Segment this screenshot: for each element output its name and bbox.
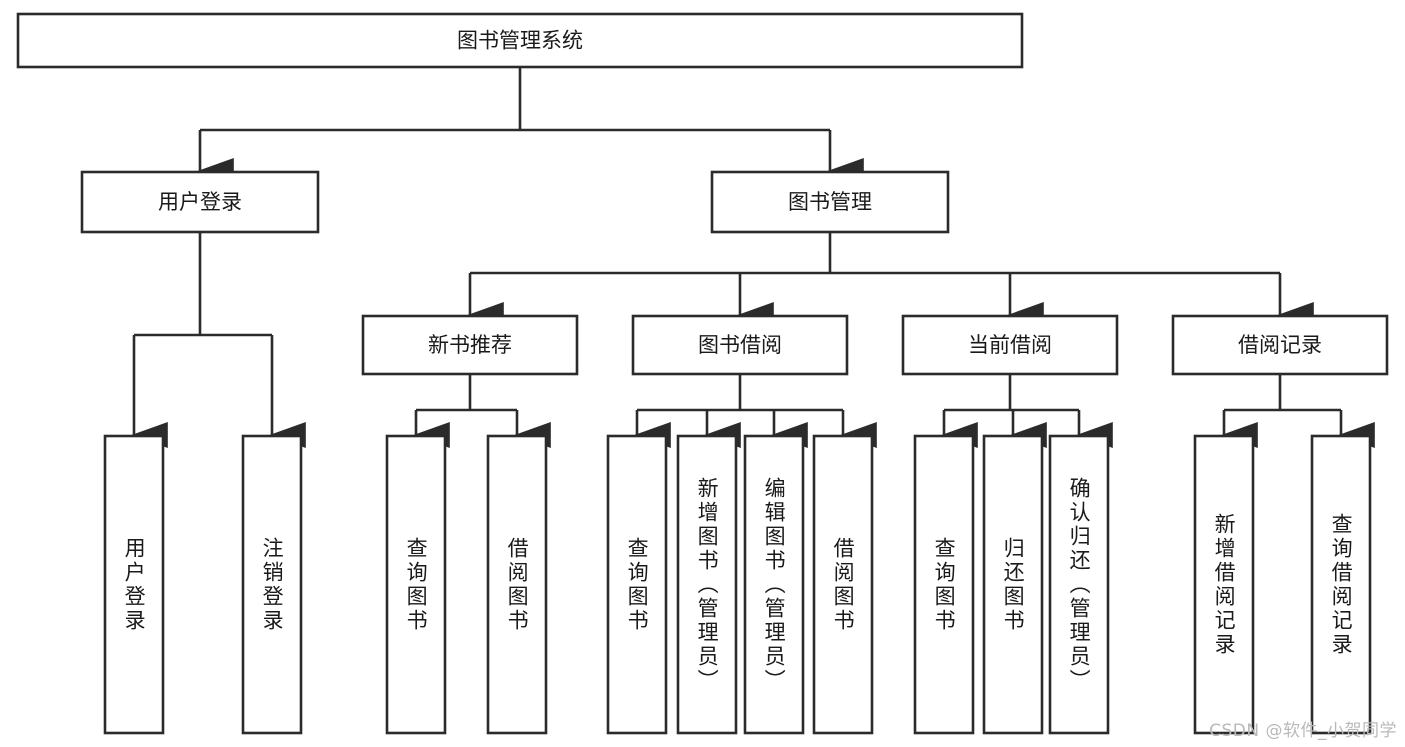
node-leaf-query-book-1[interactable] — [385, 434, 447, 735]
node-leaf-confirm-return[interactable] — [1048, 434, 1110, 735]
node-leaf-borrow-book-1-rect — [486, 434, 548, 735]
node-leaf-borrow-book-2-rect — [812, 434, 874, 735]
node-root[interactable]: 图书管理系统 — [16, 12, 1024, 69]
node-leaf-query-borrow-record-rect — [1310, 434, 1372, 735]
node-leaf-user-logout[interactable] — [241, 434, 303, 735]
node-leaf-query-book-3-rect — [913, 434, 975, 735]
node-leaf-user-login[interactable] — [103, 434, 165, 735]
node-leaf-query-book-2[interactable] — [606, 434, 668, 735]
node-book-management-label: 图书管理 — [788, 190, 872, 214]
node-leaf-borrow-book-2[interactable] — [812, 434, 874, 735]
node-leaf-user-login-rect — [103, 434, 165, 735]
node-user-login-rect — [80, 170, 320, 234]
node-user-login[interactable]: 用户登录 — [80, 170, 320, 234]
node-leaf-query-book-3[interactable] — [913, 434, 975, 735]
node-book-borrow-label: 图书借阅 — [698, 333, 782, 357]
node-book-borrow-rect — [631, 314, 849, 376]
watermark-text: CSDN @软件_小贺同学 — [1209, 721, 1397, 741]
node-borrow-record[interactable]: 借阅记录 — [1171, 314, 1389, 376]
node-book-management[interactable]: 图书管理 — [710, 170, 950, 234]
node-leaf-borrow-book-1[interactable] — [486, 434, 548, 735]
node-leaf-return-book[interactable] — [982, 434, 1044, 735]
node-leaf-user-logout-rect — [241, 434, 303, 735]
node-new-book-recommend-rect — [361, 314, 579, 376]
node-leaf-add-book-rect — [676, 434, 738, 735]
node-leaf-add-book[interactable] — [676, 434, 738, 735]
node-current-borrow[interactable]: 当前借阅 — [901, 314, 1119, 376]
node-user-login-label: 用户登录 — [158, 190, 242, 214]
node-borrow-record-rect — [1171, 314, 1389, 376]
node-new-book-recommend[interactable]: 新书推荐 — [361, 314, 579, 376]
node-leaf-add-borrow-record-rect — [1193, 434, 1255, 735]
node-leaf-query-book-2-rect — [606, 434, 668, 735]
node-root-label: 图书管理系统 — [457, 29, 583, 53]
node-root-rect — [16, 12, 1024, 69]
node-leaf-query-book-1-rect — [385, 434, 447, 735]
node-book-management-rect — [710, 170, 950, 234]
node-leaf-edit-book[interactable] — [743, 434, 805, 735]
connector-layer — [131, 67, 1375, 448]
node-leaf-add-borrow-record[interactable] — [1193, 434, 1255, 735]
node-leaf-query-borrow-record[interactable] — [1310, 434, 1372, 735]
node-leaf-return-book-rect — [982, 434, 1044, 735]
node-current-borrow-label: 当前借阅 — [968, 333, 1052, 357]
node-leaf-edit-book-rect — [743, 434, 805, 735]
node-current-borrow-rect — [901, 314, 1119, 376]
node-new-book-recommend-label: 新书推荐 — [428, 333, 512, 357]
node-book-borrow[interactable]: 图书借阅 — [631, 314, 849, 376]
node-borrow-record-label: 借阅记录 — [1238, 333, 1322, 357]
node-leaf-confirm-return-rect — [1048, 434, 1110, 735]
